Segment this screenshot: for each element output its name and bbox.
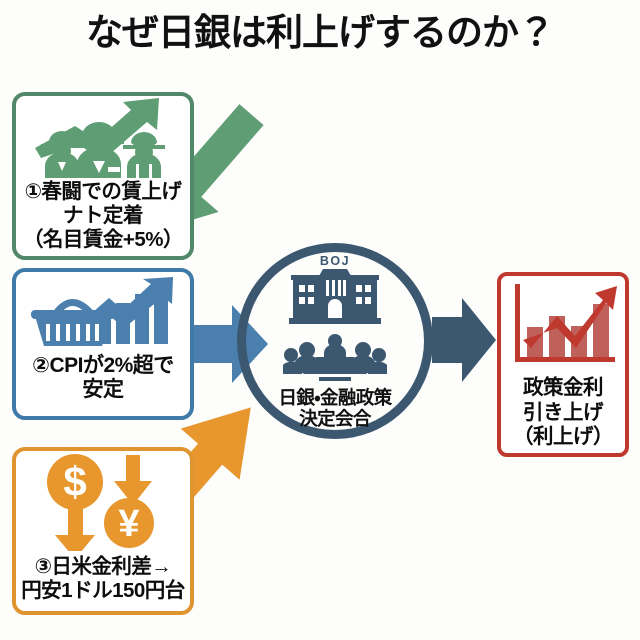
cause-box-rate-differential[interactable]: $ ¥ ③日米金利差→ 円安1ドル150円台 [12, 447, 194, 615]
cause-box-cpi-inflation[interactable]: ②CPIが2%超で 安定 [12, 268, 194, 420]
dollar-yen-coins-down-arrows-icon: $ ¥ [16, 451, 190, 551]
svg-text:¥: ¥ [118, 503, 139, 545]
navy-horizontal-right-arrow [432, 298, 496, 382]
workers-with-rising-arrow-icon [16, 96, 190, 178]
page-title: なぜ日銀は利上げするのか？ [86, 12, 555, 53]
cause-box-wage-growth[interactable]: ①春闘での賃上げ ナト定着 （名目賃金+5%） [12, 92, 194, 260]
svg-text:$: $ [63, 458, 86, 505]
red-rising-bar-chart-arrow-icon [507, 282, 619, 373]
result-box-label: 政策金利 引き上げ （利上げ） [513, 376, 614, 449]
shopping-basket-bar-chart-icon [16, 272, 190, 348]
center-circle-ring [237, 243, 433, 439]
cause-box-label-wage-growth: ①春闘での賃上げ ナト定着 （名目賃金+5%） [22, 180, 184, 251]
cause-box-label-rate-differential: ③日米金利差→ 円安1ドル150円台 [21, 555, 185, 602]
result-box-policy-rate-hike[interactable]: 政策金利 引き上げ （利上げ） [497, 272, 629, 457]
cause-box-label-cpi-inflation: ②CPIが2%超で 安定 [32, 354, 174, 402]
